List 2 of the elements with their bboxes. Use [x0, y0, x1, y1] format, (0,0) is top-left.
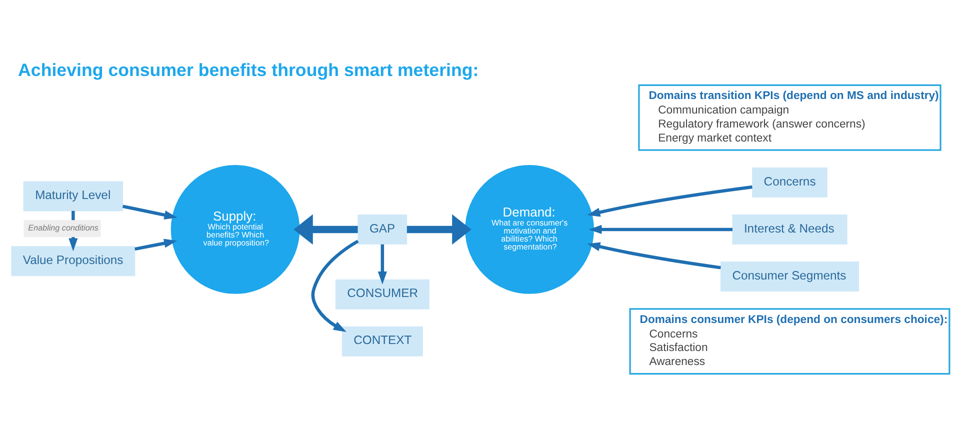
edge-label: Enabling conditions [28, 223, 98, 232]
diagram-title: Achieving consumer benefits through smart metering: [18, 60, 479, 80]
